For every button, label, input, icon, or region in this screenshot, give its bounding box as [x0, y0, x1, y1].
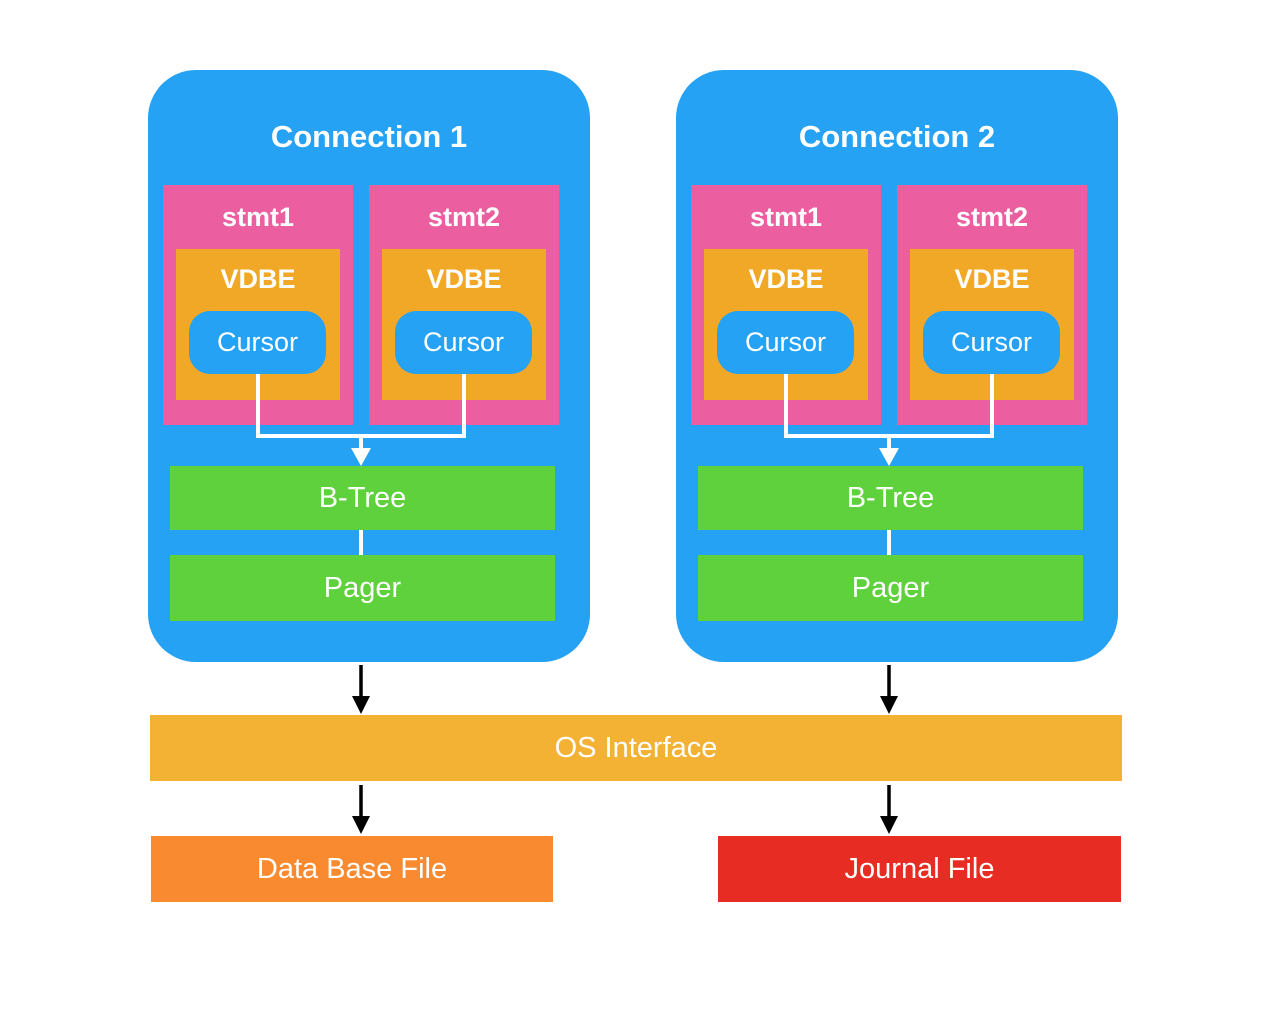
connection-1-stmt1-label: stmt1: [221, 201, 295, 232]
connection-2-stmt1-label: stmt1: [749, 201, 823, 232]
connection-1-stmt1-box: stmt1 VDBE Cursor: [163, 185, 353, 425]
connection-1-pager-bar: Pager: [170, 555, 555, 621]
arrow-connection2-to-os-icon: [880, 665, 898, 714]
connection-2-pager-bar: Pager: [698, 555, 1083, 621]
connection-1-stmt1-vdbe-box: VDBE Cursor: [176, 249, 340, 400]
os-interface-bar: OS Interface: [150, 715, 1122, 781]
connection-2-stmt2-vdbe-label: VDBE: [954, 263, 1030, 294]
connection-2-btree-pager-connector: [887, 530, 891, 555]
connection-2-stmt2-vdbe-box: VDBE Cursor: [910, 249, 1074, 400]
connection-2-stmt1-vdbe-label: VDBE: [748, 263, 824, 294]
arrow-os-to-database-file-icon: [352, 785, 370, 834]
connection-2-stmt2-label: stmt2: [955, 201, 1029, 232]
cursor-merge-arrow-icon: [784, 374, 994, 466]
connection-1-stmt2-label: stmt2: [427, 201, 501, 232]
connection-1-stmt1-cursor: Cursor: [189, 311, 326, 374]
connection-1-stmt2-vdbe-box: VDBE Cursor: [382, 249, 546, 400]
connection-1-box: Connection 1 stmt1 VDBE Cursor stmt2 VDB…: [148, 70, 590, 662]
connection-1-stmt1-vdbe-label: VDBE: [220, 263, 296, 294]
connection-2-btree-bar: B-Tree: [698, 466, 1083, 530]
connection-1-stmt2-box: stmt2 VDBE Cursor: [369, 185, 559, 425]
connection-1-btree-pager-connector: [359, 530, 363, 555]
journal-file-bar: Journal File: [718, 836, 1121, 902]
arrow-os-to-journal-file-icon: [880, 785, 898, 834]
connection-1-stmt2-vdbe-label: VDBE: [426, 263, 502, 294]
connection-2-box: Connection 2 stmt1 VDBE Cursor stmt2 VDB…: [676, 70, 1118, 662]
connection-2-title: Connection 2: [798, 119, 996, 154]
connection-2-stmt2-cursor: Cursor: [923, 311, 1060, 374]
connection-2-stmt1-cursor: Cursor: [717, 311, 854, 374]
connection-1-title: Connection 1: [270, 119, 468, 154]
database-file-bar: Data Base File: [151, 836, 553, 902]
connection-1-stmt2-cursor: Cursor: [395, 311, 532, 374]
cursor-merge-arrow-icon: [256, 374, 466, 466]
arrow-connection1-to-os-icon: [352, 665, 370, 714]
connection-1-btree-bar: B-Tree: [170, 466, 555, 530]
